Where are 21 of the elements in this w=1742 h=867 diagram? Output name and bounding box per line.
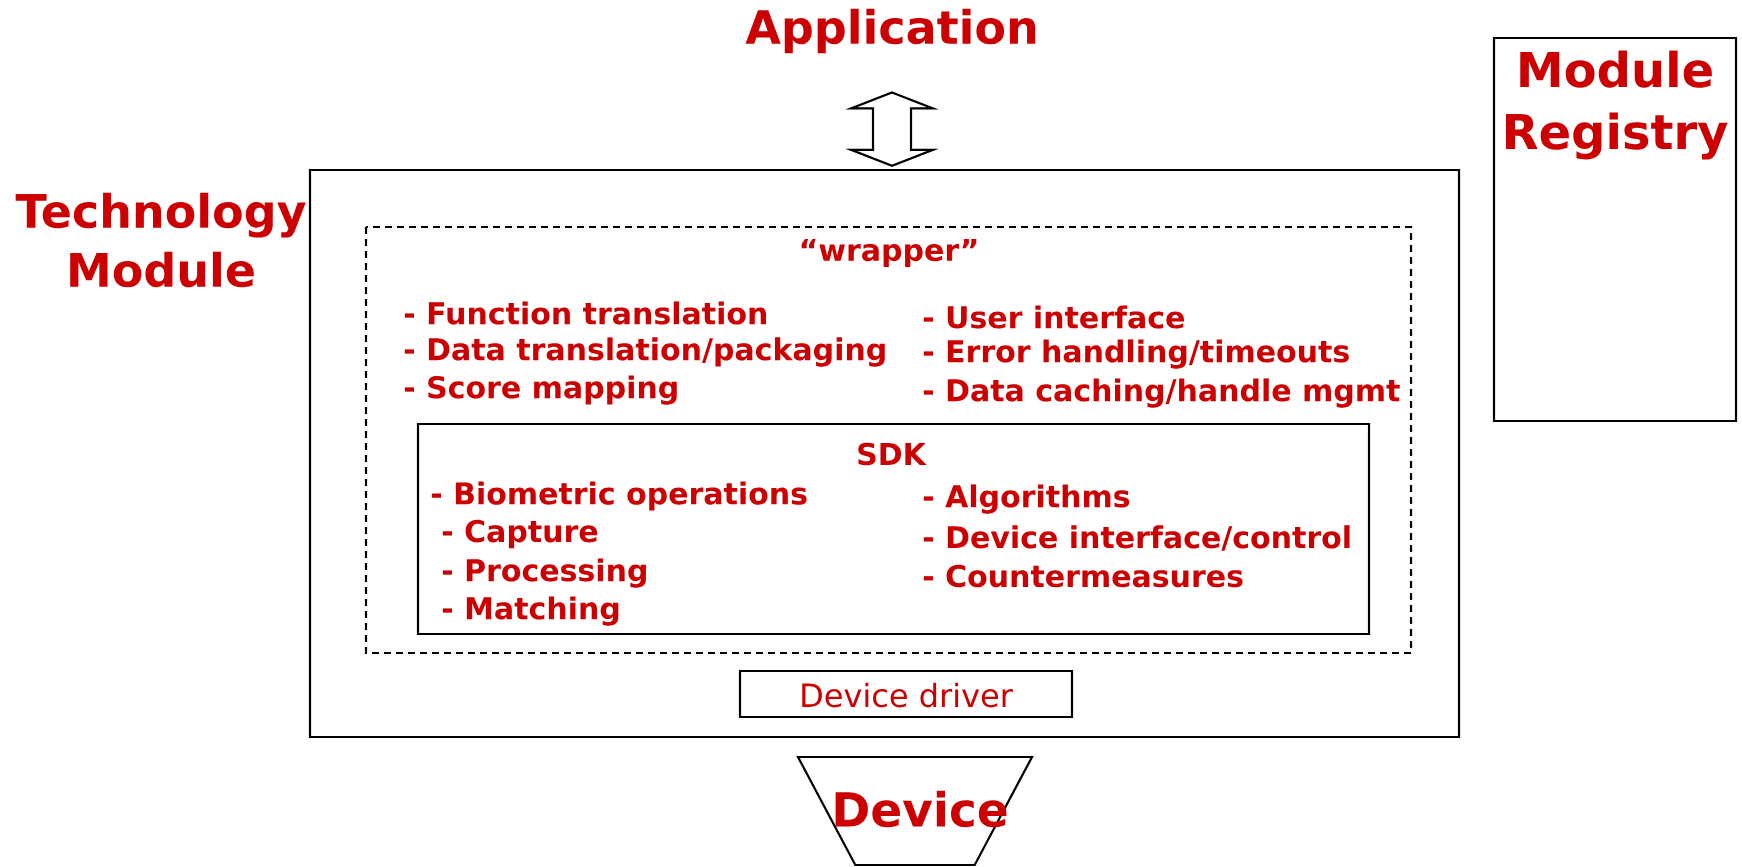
box-heading: Technology Module xyxy=(15,192,306,288)
list-item: - Function translation xyxy=(404,301,766,325)
list-item: - Device interface/control xyxy=(923,525,1350,551)
list-item: - Data translation/packaging xyxy=(404,337,885,367)
box-label: Device driver xyxy=(802,682,1013,708)
list-item: - Matching xyxy=(442,596,619,626)
box-heading: “wrapper” xyxy=(801,238,977,268)
list-item: - Score mapping xyxy=(404,375,677,405)
list-item: - User interface xyxy=(923,305,1184,329)
list-item: - Error handling/timeouts xyxy=(923,339,1349,369)
list-item: - Processing xyxy=(442,558,646,588)
box-label: Device xyxy=(835,790,1007,828)
list-item: - Capture xyxy=(442,519,598,549)
box-heading: Module Registry xyxy=(1506,50,1728,160)
double-arrow xyxy=(845,91,939,167)
list-item: - Data caching/handle mgmt xyxy=(923,378,1400,408)
box-heading: SDK xyxy=(858,442,927,466)
list-item: - Algorithms xyxy=(923,484,1130,514)
title: Application xyxy=(745,8,1036,54)
list-item: - Countermeasures xyxy=(923,564,1243,588)
list-item: - Biometric operations xyxy=(431,481,807,511)
